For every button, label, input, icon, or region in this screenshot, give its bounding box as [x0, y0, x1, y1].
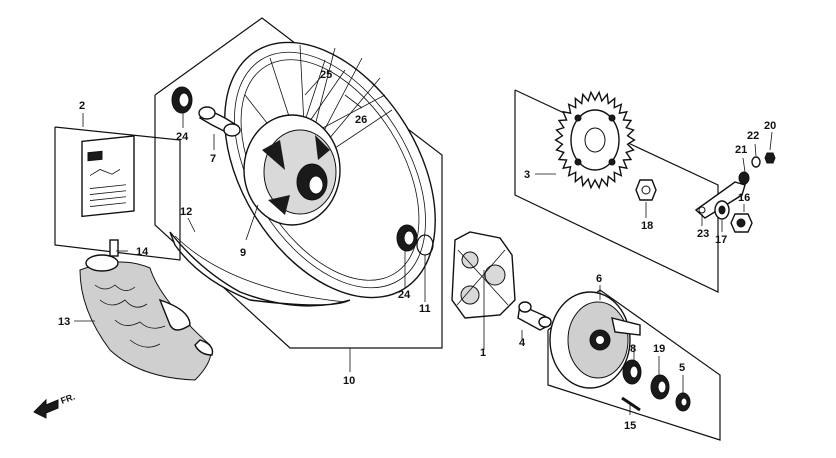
callout-15: 15	[624, 420, 636, 432]
front-arrow-label: FR.	[59, 392, 76, 406]
callout-labels: 2 14 13 12 24 7 9 25 26 24 11 10 1 4 3 1…	[58, 69, 776, 432]
callout-9: 9	[240, 247, 246, 259]
tire-label-sheet	[81, 135, 135, 218]
callout-11: 11	[419, 303, 431, 315]
small-nut	[738, 171, 750, 185]
callout-5: 5	[679, 362, 685, 374]
callout-24-right: 24	[398, 289, 411, 301]
callout-14: 14	[136, 246, 149, 258]
callout-13: 13	[58, 316, 70, 328]
callout-17: 17	[715, 234, 727, 246]
callout-25: 25	[320, 69, 332, 81]
brake-shoe	[451, 231, 516, 319]
small-washer	[751, 156, 761, 168]
small-bolt	[764, 152, 776, 164]
side-collar	[675, 392, 691, 412]
cotter-pin	[621, 396, 641, 412]
callout-18: 18	[641, 220, 653, 232]
callout-12: 12	[180, 206, 192, 218]
panel-bearing	[622, 359, 642, 385]
spacer-collar	[198, 106, 241, 137]
bearing-right	[396, 224, 418, 252]
brake-cam	[517, 301, 552, 331]
brake-panel	[549, 291, 641, 389]
lock-plate	[694, 181, 746, 219]
oil-seal	[650, 374, 670, 400]
callout-26: 26	[355, 114, 367, 126]
callout-16: 16	[738, 192, 750, 204]
sprocket-nut	[635, 179, 657, 201]
front-direction-arrow: FR.	[33, 392, 76, 419]
axle-nut	[730, 213, 753, 233]
bearing-left	[171, 86, 193, 114]
rim-band	[169, 231, 351, 307]
callout-6: 6	[596, 273, 602, 285]
callout-3: 3	[524, 169, 530, 181]
wheel-group-outline	[154, 17, 443, 349]
callout-19: 19	[653, 343, 665, 355]
hub	[243, 114, 341, 226]
callout-7: 7	[210, 153, 216, 165]
tube-valve	[85, 239, 119, 272]
callout-1: 1	[480, 347, 486, 359]
leader-lines	[74, 75, 773, 415]
washer	[714, 200, 730, 220]
callout-21: 21	[735, 144, 747, 156]
callout-23: 23	[697, 228, 709, 240]
callout-2: 2	[79, 100, 85, 112]
callout-22: 22	[747, 130, 759, 142]
sprocket	[554, 90, 636, 190]
callout-20: 20	[764, 120, 776, 132]
tire	[79, 261, 214, 381]
callout-10: 10	[343, 375, 355, 387]
callout-24-left: 24	[176, 131, 189, 143]
callout-4: 4	[519, 337, 526, 349]
callout-8: 8	[630, 343, 636, 355]
